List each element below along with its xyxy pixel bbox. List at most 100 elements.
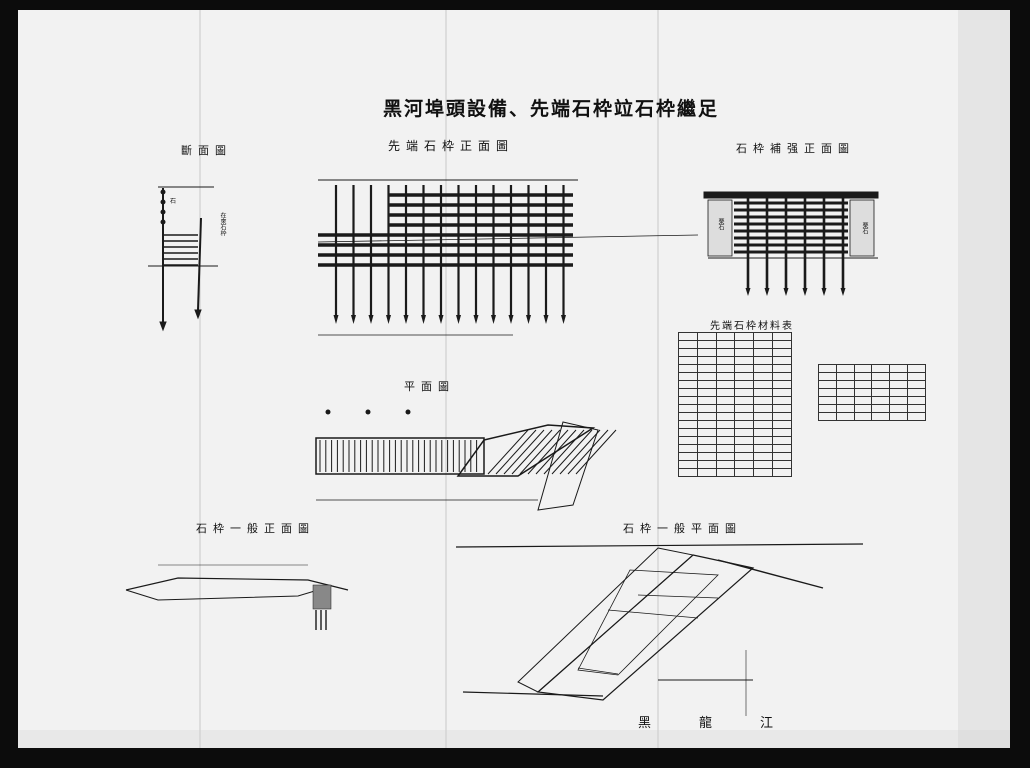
page-title: 黑河埠頭設備、先端石枠竝石枠繼足 — [383, 98, 720, 120]
table-cell — [753, 396, 774, 405]
table-cell — [734, 444, 755, 453]
table-cell — [696, 412, 717, 421]
section-label-stone: 石 — [170, 198, 177, 205]
reinforcement-view-title: 石枠補强正面圖 — [736, 142, 855, 155]
table-cell — [772, 460, 792, 469]
table-cell — [734, 436, 755, 445]
table-cell — [678, 444, 698, 453]
table-cell — [696, 396, 717, 405]
table-cell — [753, 348, 774, 357]
drawing-canvas — [18, 10, 1010, 748]
table-cell — [753, 412, 774, 421]
table-cell — [889, 380, 909, 389]
table-cell — [853, 404, 873, 413]
plan-view-title: 平面圖 — [404, 380, 455, 393]
pile-tip — [821, 288, 827, 296]
table-row — [678, 372, 792, 381]
table-cell — [715, 428, 736, 437]
slat — [567, 429, 609, 475]
table-cell — [853, 372, 873, 381]
table-cell — [753, 460, 774, 469]
table-row — [818, 404, 926, 413]
table-cell — [835, 372, 855, 381]
pile-tip — [802, 288, 808, 296]
table-cell — [715, 468, 736, 477]
table-cell — [678, 372, 698, 381]
table-cell — [772, 396, 792, 405]
table-row — [818, 372, 926, 381]
table-cell — [678, 420, 698, 429]
table-cell — [678, 396, 698, 405]
table-cell — [772, 372, 792, 381]
table-cell — [715, 396, 736, 405]
table-cell — [772, 428, 792, 437]
table-cell — [715, 436, 736, 445]
table-cell — [678, 348, 698, 357]
table-row — [818, 412, 926, 421]
table-cell — [696, 340, 717, 349]
pile-tip — [456, 315, 461, 324]
slat — [511, 429, 553, 475]
table-cell — [696, 332, 717, 341]
table-cell — [772, 468, 792, 477]
pile-tip — [561, 315, 566, 324]
fold-lines — [199, 10, 659, 748]
table-cell — [734, 372, 755, 381]
table-cell — [772, 356, 792, 365]
pile-tip — [351, 315, 356, 324]
slat — [519, 429, 561, 475]
table-cell — [907, 372, 926, 381]
table-cell — [871, 372, 891, 381]
table-cell — [678, 380, 698, 389]
section-label-original-crib: 在來石枠 — [219, 212, 226, 236]
table-cell — [772, 452, 792, 461]
table-cell — [753, 420, 774, 429]
table-row — [678, 340, 792, 349]
table-cell — [889, 396, 909, 405]
table-row — [678, 388, 792, 397]
table-cell — [871, 412, 891, 421]
pile-tip — [368, 315, 374, 324]
pile-tip — [333, 315, 339, 324]
table-row — [678, 444, 792, 453]
table-cell — [715, 388, 736, 397]
table-cell — [772, 444, 792, 453]
table-cell — [818, 372, 837, 381]
table-row — [678, 396, 792, 405]
plan-slats — [319, 440, 478, 472]
table-cell — [715, 340, 736, 349]
table-cell — [753, 388, 774, 397]
table-cell — [678, 436, 698, 445]
table-cell — [678, 460, 698, 469]
table-cell — [753, 428, 774, 437]
table-cell — [715, 372, 736, 381]
table-cell — [715, 364, 736, 373]
table-cell — [734, 340, 755, 349]
table-cell — [696, 404, 717, 413]
table-cell — [696, 348, 717, 357]
scan-noise — [18, 10, 1010, 748]
table-row — [818, 364, 926, 373]
table-cell — [753, 356, 774, 365]
table-row — [678, 460, 792, 469]
pile-tip — [764, 288, 770, 296]
pile-tip — [508, 315, 514, 324]
table-cell — [835, 396, 855, 405]
pile-tip — [745, 288, 751, 296]
table-cell — [871, 364, 891, 373]
table-cell — [715, 444, 736, 453]
tip-front-view — [317, 179, 699, 336]
pile-tip — [840, 288, 846, 296]
table-cell — [753, 436, 774, 445]
table-cell — [907, 364, 926, 373]
slat — [535, 429, 577, 475]
pile-tip — [491, 315, 496, 324]
table-row — [678, 468, 792, 477]
table-cell — [715, 412, 736, 421]
table-row — [678, 356, 792, 365]
table-cell — [734, 380, 755, 389]
table-cell — [734, 460, 755, 469]
tip-timbers — [318, 193, 573, 267]
table-cell — [772, 420, 792, 429]
table-cell — [871, 396, 891, 405]
